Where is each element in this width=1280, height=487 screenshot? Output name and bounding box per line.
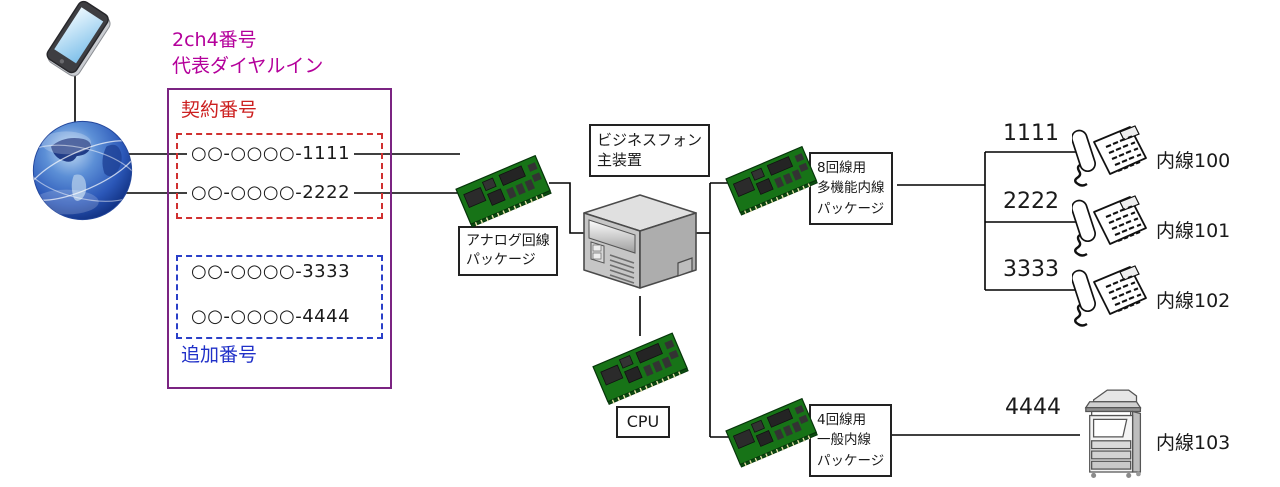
- ext-number-4444: 4444: [1005, 395, 1061, 420]
- analog-circuit-board-icon: [455, 152, 555, 237]
- title-line1: 2ch4番号: [172, 29, 257, 51]
- contract-number-1: ○○-○○○○-1111: [187, 143, 355, 165]
- main-unit-label: ビジネスフォン 主装置: [589, 124, 711, 177]
- main-unit-line2: 主装置: [597, 151, 643, 170]
- pkg4-line3: パッケージ: [817, 452, 885, 469]
- pkg8-line3: パッケージ: [817, 200, 885, 217]
- additional-number-1: ○○-○○○○-3333: [187, 261, 355, 283]
- pkg4-line1: 4回線用: [817, 412, 867, 428]
- contract-outer-box: [167, 88, 392, 389]
- additional-label: 追加番号: [181, 344, 258, 366]
- pkg8-label: 8回線用 多機能内線 パッケージ: [809, 152, 893, 225]
- analog-package-line2: パッケージ: [466, 251, 536, 268]
- additional-numbers-box: [176, 255, 383, 339]
- copier-icon: [1078, 386, 1156, 480]
- additional-number-2: ○○-○○○○-4444: [187, 306, 355, 328]
- line-analog-to-unit: [549, 182, 584, 234]
- contract-label: 契約番号: [181, 99, 258, 121]
- main-cabinet-icon: [582, 183, 698, 295]
- pkg4-line2: 一般内線: [817, 432, 871, 449]
- pkg4-circuit-board-icon: [725, 396, 821, 476]
- smartphone-icon: [36, 0, 120, 84]
- pkg8-line2: 多機能内線: [817, 180, 885, 197]
- diagram-title: 2ch4番号 代表ダイヤルイン: [172, 27, 323, 79]
- ext-label-101: 内線101: [1156, 220, 1231, 242]
- ext-number-3333: 3333: [1003, 257, 1059, 282]
- business-phone-icon: [1072, 190, 1152, 258]
- ext-label-100: 内線100: [1156, 150, 1231, 172]
- main-unit-line1: ビジネスフォン: [597, 131, 703, 149]
- ext-number-2222: 2222: [1003, 189, 1059, 214]
- pkg8-circuit-board-icon: [725, 143, 821, 225]
- business-phone-icon: [1072, 260, 1152, 328]
- pkg8-line1: 8回線用: [817, 160, 867, 176]
- contract-numbers-box: [176, 133, 383, 219]
- cpu-label: CPU: [616, 406, 670, 438]
- analog-package-label: アナログ回線 パッケージ: [458, 226, 558, 276]
- cpu-circuit-board-icon: [592, 332, 692, 412]
- ext-label-102: 内線102: [1156, 290, 1231, 312]
- business-phone-icon: [1072, 120, 1152, 188]
- title-line2: 代表ダイヤルイン: [172, 55, 324, 77]
- internet-globe-icon: [30, 118, 135, 223]
- ext-number-1111: 1111: [1003, 121, 1059, 146]
- contract-number-2: ○○-○○○○-2222: [187, 182, 355, 204]
- pkg4-label: 4回線用 一般内線 パッケージ: [809, 404, 893, 477]
- ext-label-103: 内線103: [1156, 432, 1231, 454]
- analog-package-line1: アナログ回線: [466, 233, 550, 249]
